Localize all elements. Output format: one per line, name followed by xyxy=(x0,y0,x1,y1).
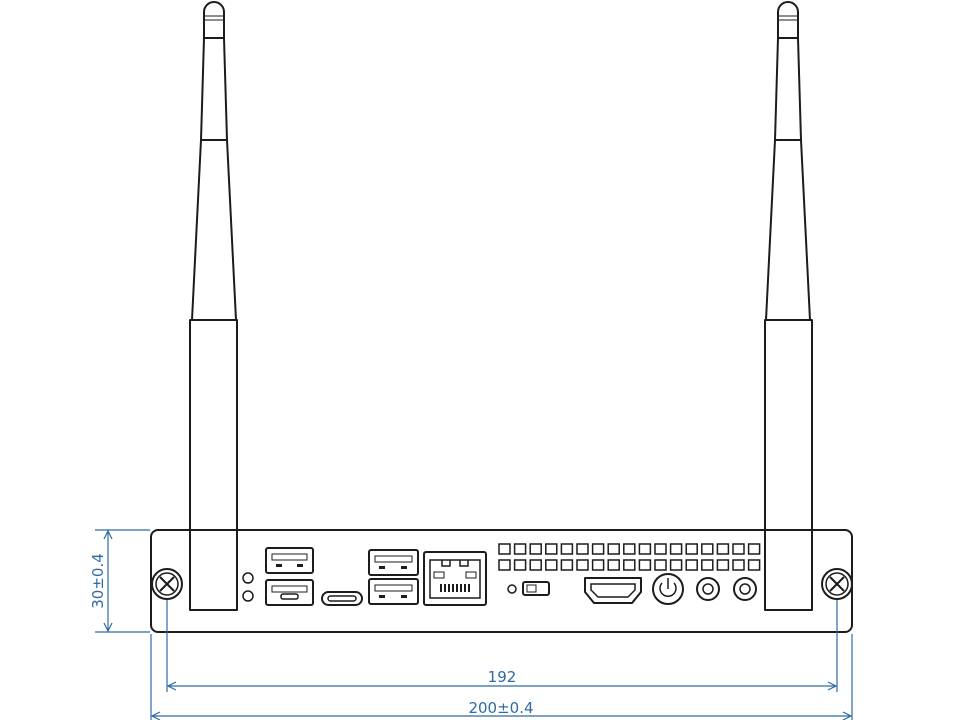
vent-slot xyxy=(529,543,542,555)
led-indicator xyxy=(507,584,517,594)
vent-slot xyxy=(701,559,714,571)
vent-slot xyxy=(747,559,761,571)
height-dimension: 30±0.4 xyxy=(89,529,150,633)
chassis-front-panel xyxy=(150,529,853,633)
vent-grille xyxy=(498,543,761,571)
screw-left xyxy=(151,568,183,600)
usb-a-bottom xyxy=(265,579,314,606)
height-dimension-label: 30±0.4 xyxy=(89,553,107,609)
vent-slot xyxy=(529,559,542,571)
vent-slot xyxy=(654,543,667,555)
vent-slot xyxy=(545,559,558,571)
inner-width-label: 192 xyxy=(488,668,517,686)
audio-jack-2 xyxy=(733,577,757,601)
vent-slot xyxy=(513,543,527,555)
usb-a-pair-top xyxy=(368,549,419,576)
vent-slot xyxy=(576,543,589,555)
led-indicator-top xyxy=(242,572,254,584)
vent-slot xyxy=(545,543,558,555)
vent-slot xyxy=(607,543,620,555)
vent-slot xyxy=(685,543,698,555)
vent-slot xyxy=(591,559,605,571)
usb-c xyxy=(321,591,363,606)
antenna-right xyxy=(764,1,813,611)
vent-slot xyxy=(560,559,574,571)
vent-slot xyxy=(747,543,761,555)
outer-width-dimension: 200±0.4 xyxy=(150,634,853,720)
vent-slot xyxy=(607,559,620,571)
led-indicator-bottom xyxy=(242,590,254,602)
hdmi xyxy=(584,577,642,604)
vent-slot xyxy=(732,559,745,571)
vent-slot xyxy=(638,559,652,571)
vent-slot xyxy=(685,559,698,571)
antenna-left xyxy=(189,1,238,611)
vent-slot xyxy=(716,559,730,571)
inner-width-dimension: 192 xyxy=(166,600,838,692)
vent-slot xyxy=(513,559,527,571)
screw-right xyxy=(821,568,853,600)
vent-slot xyxy=(591,543,605,555)
vent-slot xyxy=(654,559,667,571)
vent-slot xyxy=(560,543,574,555)
vent-slot xyxy=(638,543,652,555)
dc-switch xyxy=(522,581,550,596)
vent-slot xyxy=(498,559,511,571)
vent-slot xyxy=(623,543,636,555)
vent-slot xyxy=(732,543,745,555)
usb-a-pair-bottom xyxy=(368,578,419,605)
vent-slot xyxy=(576,559,589,571)
outer-width-label: 200±0.4 xyxy=(468,699,533,717)
vent-slot xyxy=(701,543,714,555)
usb-a-top xyxy=(265,547,314,574)
vent-slot xyxy=(498,543,511,555)
rj45-ethernet xyxy=(423,551,487,606)
vent-slot xyxy=(716,543,730,555)
audio-jack-1 xyxy=(696,577,720,601)
vent-slot xyxy=(669,543,683,555)
power-button xyxy=(652,573,684,605)
vent-slot xyxy=(623,559,636,571)
vent-slot xyxy=(669,559,683,571)
